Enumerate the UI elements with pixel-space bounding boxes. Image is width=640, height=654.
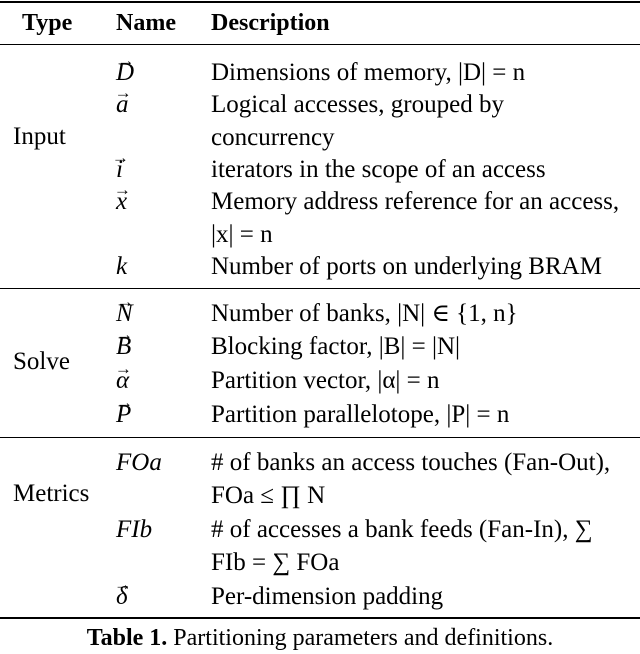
- description-k: Number of ports on underlying BRAM: [211, 253, 602, 280]
- top-rule: [0, 1, 640, 3]
- symbol-FOa: FOa: [116, 449, 162, 476]
- table-caption: Table 1. Partitioning parameters and def…: [0, 622, 640, 654]
- symbol-a: a: [116, 88, 129, 122]
- description-delta: Per-dimension padding: [211, 583, 444, 610]
- header-rule: [0, 44, 640, 45]
- header-name: Name: [116, 10, 176, 36]
- description-N: Number of banks, |N| ∈ {1, n}: [211, 300, 518, 327]
- description-x: Memory address reference for an access, …: [211, 188, 620, 248]
- symbol-i: i: [116, 153, 123, 187]
- header-description: Description: [211, 10, 330, 36]
- group-divider-solve-metrics: [0, 437, 640, 438]
- header-type: Type: [22, 10, 73, 36]
- bottom-rule: [0, 617, 640, 619]
- symbol-x: x: [116, 185, 127, 219]
- symbol-FIb: FIb: [116, 516, 153, 543]
- symbol-P: P: [116, 398, 131, 432]
- group-type-metrics: Metrics: [13, 480, 90, 507]
- caption-label: Table 1.: [86, 625, 168, 651]
- symbol-k: k: [116, 253, 128, 280]
- description-D: Dimensions of memory, |D| = n: [211, 59, 526, 86]
- description-P: Partition parallelotope, |P| = n: [211, 401, 510, 428]
- description-a: Logical accesses, grouped by concurrency: [211, 91, 504, 151]
- symbol-delta: δ: [116, 580, 128, 614]
- description-i: iterators in the scope of an access: [211, 156, 546, 183]
- description-FOa: # of banks an access touches (Fan-Out), …: [211, 449, 611, 509]
- description-B: Blocking factor, |B| = |N|: [211, 333, 461, 360]
- caption-text: Partitioning parameters and definitions.: [167, 625, 554, 651]
- description-FIb: # of accesses a bank feeds (Fan-In), ∑ F…: [211, 516, 593, 576]
- group-type-input: Input: [13, 123, 66, 150]
- group-divider-input-solve: [0, 288, 640, 289]
- description-alpha: Partition vector, |α| = n: [211, 367, 440, 394]
- group-type-solve: Solve: [13, 348, 70, 375]
